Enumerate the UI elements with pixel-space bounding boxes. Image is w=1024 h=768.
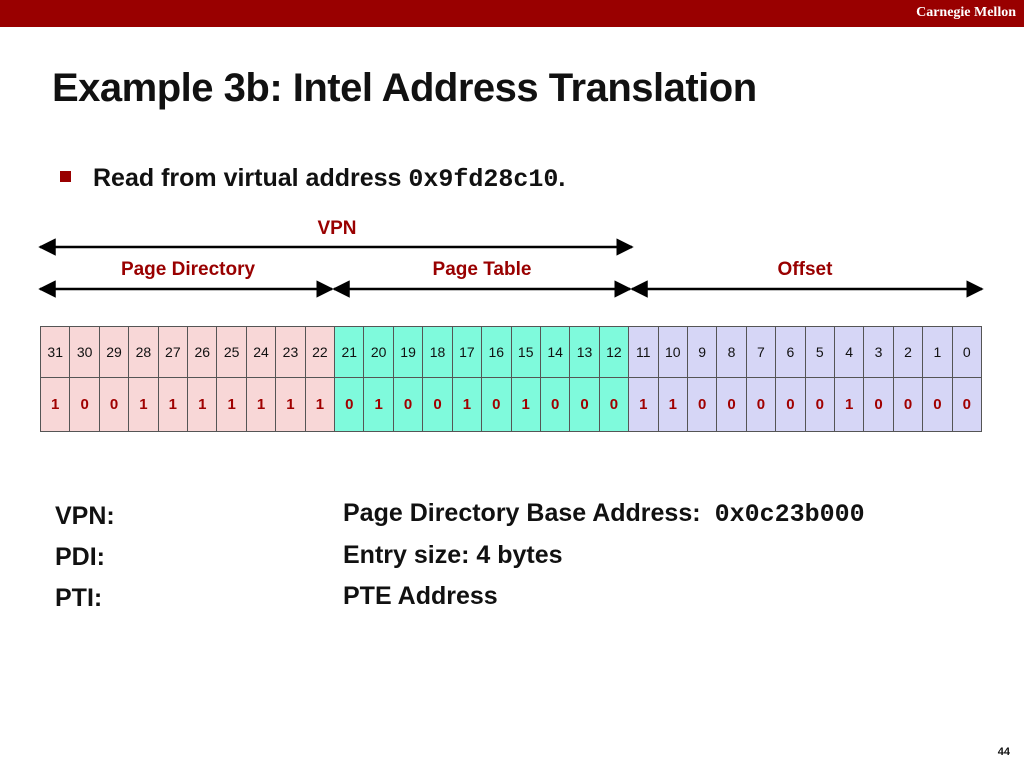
bit-value-cell: 0	[392, 377, 424, 432]
bit-position-cell: 22	[304, 326, 336, 378]
slide-title: Example 3b: Intel Address Translation	[52, 66, 757, 110]
bit-value-cell: 0	[922, 377, 953, 432]
pdba-label: Page Directory Base Address:	[343, 499, 701, 527]
bit-position-cell: 6	[775, 326, 806, 378]
bit-position-cell: 2	[892, 326, 924, 378]
bit-position-cell: 20	[363, 326, 394, 378]
bit-position-cell: 21	[334, 326, 365, 378]
bit-position-cell: 8	[716, 326, 747, 378]
bit-position-cell: 31	[39, 326, 71, 378]
bit-value-cell: 1	[304, 377, 336, 432]
bit-position-cell: 23	[275, 326, 306, 378]
bit-value-cell: 0	[539, 377, 571, 432]
bit-value-cell: 1	[363, 377, 394, 432]
bit-value-cell: 1	[833, 377, 865, 432]
bullet-text: Read from virtual address	[93, 164, 409, 192]
bit-position-cell: 5	[804, 326, 835, 378]
bit-position-cell: 25	[216, 326, 247, 378]
bit-position-cell: 17	[451, 326, 483, 378]
translation-info: Page Directory Base Address: 0x0c23b000 E…	[343, 493, 865, 617]
bit-position-cell: 19	[392, 326, 424, 378]
bullet-square-icon	[60, 170, 71, 182]
bit-position-cell: 3	[863, 326, 894, 378]
bit-position-cell: 29	[98, 326, 130, 378]
bit-value-cell: 1	[245, 377, 277, 432]
bit-value-cell: 1	[216, 377, 247, 432]
pte-address: PTE Address	[343, 582, 498, 610]
bit-position-cell: 26	[187, 326, 218, 378]
bit-value-cell: 0	[481, 377, 512, 432]
bit-position-cell: 9	[686, 326, 718, 378]
pdi-label: PDI:	[55, 543, 105, 571]
bit-value-cell: 1	[187, 377, 218, 432]
pti-label: PTI:	[55, 584, 103, 612]
bullet-item: Read from virtual address 0x9fd28c10.	[60, 164, 565, 194]
bit-value-cell: 1	[157, 377, 189, 432]
bit-position-cell: 28	[128, 326, 159, 378]
bit-position-cell: 13	[569, 326, 600, 378]
bit-value-cell: 1	[39, 377, 71, 432]
entry-size: Entry size: 4 bytes	[343, 541, 563, 569]
header-bar: Carnegie Mellon	[0, 0, 1024, 27]
bit-value-cell: 0	[892, 377, 924, 432]
bit-value-cell: 0	[422, 377, 453, 432]
bit-value-cell: 1	[275, 377, 306, 432]
bit-value-cell: 0	[598, 377, 630, 432]
vpn-range-label: VPN	[317, 218, 357, 239]
pdba-value: 0x0c23b000	[714, 500, 865, 529]
bit-position-cell: 12	[598, 326, 630, 378]
bit-value-cell: 0	[69, 377, 100, 432]
bit-position-cell: 30	[69, 326, 100, 378]
bit-position-cell: 14	[539, 326, 571, 378]
bit-value-cell: 1	[628, 377, 659, 432]
bit-position-cell: 4	[833, 326, 865, 378]
bit-position-cell: 18	[422, 326, 453, 378]
bit-value-cell: 0	[686, 377, 718, 432]
virtual-address: 0x9fd28c10	[408, 165, 559, 194]
brand-name: Carnegie Mellon	[916, 5, 1016, 20]
computed-fields: VPN: PDI: PTI:	[55, 496, 115, 619]
bit-position-cell: 16	[481, 326, 512, 378]
bit-value-cell: 1	[657, 377, 688, 432]
bit-position-cell: 24	[245, 326, 277, 378]
bit-position-cell: 10	[657, 326, 688, 378]
bit-position-cell: 27	[157, 326, 189, 378]
bullet-suffix: .	[558, 164, 566, 192]
page-directory-range-label: Page Directory	[120, 259, 256, 280]
bit-value-cell: 0	[745, 377, 777, 432]
bit-value-cell: 0	[951, 377, 983, 432]
bit-position-cell: 1	[922, 326, 953, 378]
bit-position-cell: 11	[628, 326, 659, 378]
page-table-range-label: Page Table	[432, 259, 532, 280]
bit-position-cell: 0	[951, 326, 983, 378]
page-number: 44	[997, 746, 1010, 758]
bit-value-cell: 1	[510, 377, 541, 432]
bit-value-cell: 0	[98, 377, 130, 432]
bit-value-cell: 1	[451, 377, 483, 432]
bit-value-cell: 0	[334, 377, 365, 432]
bit-value-cell: 1	[128, 377, 159, 432]
bit-position-cell: 15	[510, 326, 541, 378]
bit-value-cell: 0	[716, 377, 747, 432]
bit-position-cell: 7	[745, 326, 777, 378]
offset-range-label: Offset	[777, 259, 833, 280]
pdba-line: Page Directory Base Address: 0x0c23b000	[343, 493, 865, 535]
bit-value-cell: 0	[863, 377, 894, 432]
vpn-label: VPN:	[55, 502, 115, 530]
bit-value-cell: 0	[775, 377, 806, 432]
bit-value-cell: 0	[804, 377, 835, 432]
bit-value-cell: 0	[569, 377, 600, 432]
